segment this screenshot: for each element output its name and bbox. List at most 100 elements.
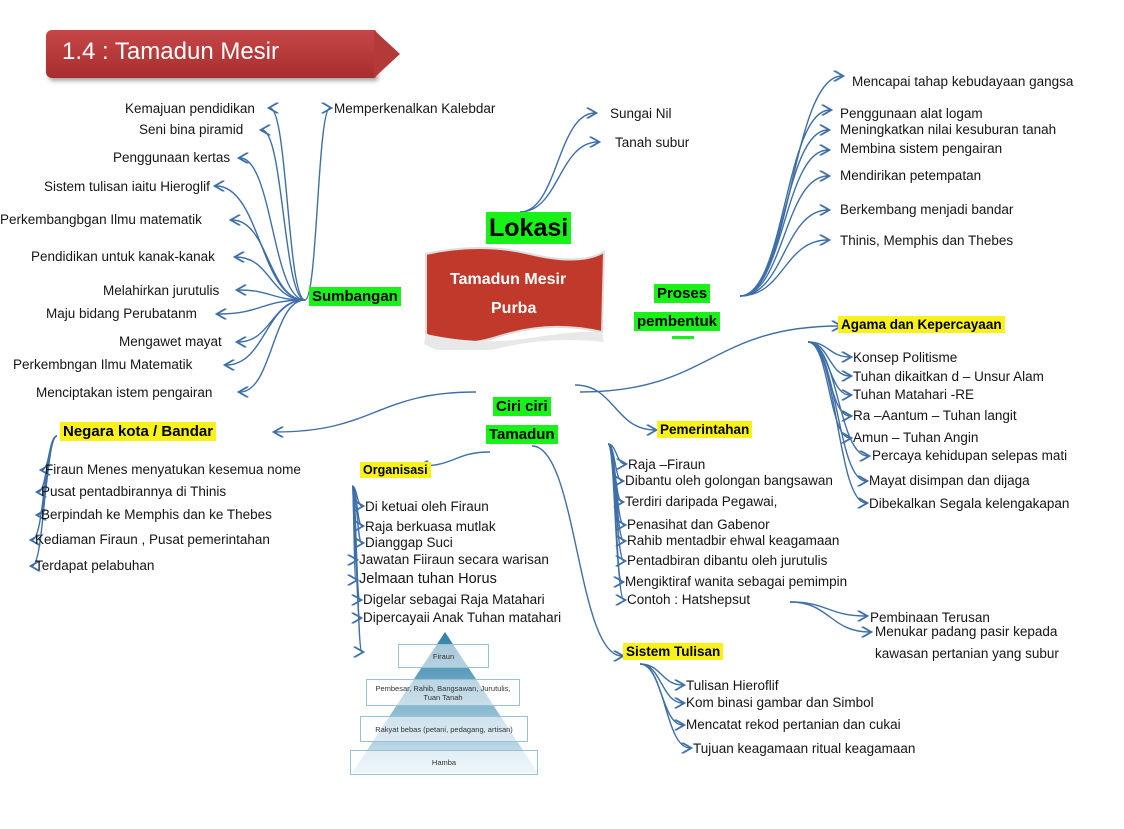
center-label-line2: Purba: [491, 300, 537, 317]
pemerintahan-item: Raja –Firaun: [628, 457, 706, 472]
pemerintahan-heading: Pemerintahan: [657, 421, 753, 438]
sumbangan-connector: [304, 108, 330, 301]
pemerintahan-item: Contoh : Hatshepsut: [627, 592, 751, 607]
pemerintahan-item: Terdiri daripada Pegawai,: [625, 494, 778, 509]
negara-connector: [32, 435, 58, 566]
organisasi-item: Di ketuai oleh Firaun: [365, 499, 489, 514]
sumbangan-item: Menciptakan istem pengairan: [36, 385, 213, 400]
pyramid-level: Hamba: [350, 750, 538, 775]
pemerintahan-connector: [607, 443, 624, 600]
proses-item: Berkembang menjadi bandar: [840, 202, 1014, 217]
sumbangan-item: Mengawet mayat: [119, 334, 222, 349]
agama-connector: [807, 341, 850, 376]
agama-item: Ra –Aantum – Tuhan langit: [853, 408, 1017, 423]
proses-connector: [739, 210, 828, 297]
proses-connector: [739, 240, 828, 297]
ciri-to-negara-connector: [275, 391, 477, 432]
lokasi-connector: [519, 142, 598, 213]
tulisan-connector: [639, 663, 683, 703]
sumbangan-connector: [240, 299, 306, 392]
sumbangan-connector: [240, 158, 306, 301]
agama-item: Dibekalkan Segala kelengakapan: [869, 496, 1070, 511]
agama-item: Tuhan Matahari -RE: [853, 387, 975, 402]
agama-heading: Agama dan Kepercayaan: [838, 316, 1005, 333]
agama-item: Percaya kehidupan selepas mati: [872, 448, 1068, 463]
pemerintahan-subitem: Pembinaan Terusan: [870, 610, 990, 625]
organisasi-connector: [351, 485, 362, 652]
proses-item: Mendirikan petempatan: [840, 168, 982, 183]
negara-item: Terdapat pelabuhan: [35, 558, 155, 573]
hatshepsut-connector: [789, 601, 870, 632]
agama-connector: [807, 341, 866, 503]
lokasi-item: Sungai Nil: [610, 106, 672, 121]
ciri-to-tulisan-connector: [531, 445, 622, 656]
agama-item: Konsep Politisme: [853, 350, 958, 365]
sumbangan-connector: [226, 299, 306, 365]
sumbangan-connector: [262, 130, 306, 301]
proses-connector: [739, 110, 830, 297]
sumbangan-item: Penggunaan kertas: [113, 150, 231, 165]
proses-connector: [739, 150, 828, 297]
pemerintahan-item: Dibantu oleh golongan bangsawan: [625, 473, 833, 488]
tulisan-item: Mencatat rekod pertanian dan cukai: [686, 717, 901, 732]
organisasi-item: Dianggap Suci: [365, 535, 453, 550]
lokasi-connector: [519, 113, 595, 213]
sumbangan-item: Perkembangbgan Ilmu matematik: [0, 212, 202, 227]
pyramid-level: Firaun: [398, 644, 489, 668]
pyramid-level: Pembesar, Rahib, Bangsawan, Jurutulis, T…: [366, 679, 520, 706]
tulisan-item: Tujuan keagamaan ritual keagamaan: [693, 741, 916, 756]
center-label-line1: Tamadun Mesir: [450, 271, 567, 288]
organisasi-item: Jelmaan tuhan Horus: [359, 571, 497, 587]
sumbangan-item: Kemajuan pendidikan: [125, 101, 255, 116]
pemerintahan-subitem: Menukar padang pasir kepada: [875, 624, 1058, 639]
pemerintahan-item: Penasihat dan Gabenor: [627, 517, 770, 532]
sumbangan-heading: Sumbangan: [309, 287, 401, 306]
sumbangan-item: Seni bina piramid: [139, 122, 244, 137]
title-banner-tip: [374, 30, 400, 78]
proses-item: Mencapai tahap kebudayaan gangsa: [852, 74, 1074, 89]
pemerintahan-item: Rahib mentadbir ehwal keagamaan: [627, 533, 840, 548]
ciri-to-agama-connector: [579, 326, 840, 393]
negara-heading: Negara kota / Bandar: [60, 422, 217, 441]
sumbangan-connector: [236, 257, 306, 301]
title-banner: [46, 30, 376, 78]
pemerintahan-subitem: kawasan pertanian yang subur: [875, 646, 1059, 661]
organisasi-item: Dipercayaii Anak Tuhan matahari: [363, 610, 562, 625]
negara-item: Firaun Menes menyatukan kesemua nome: [45, 462, 301, 477]
proses-connector: [739, 176, 828, 297]
agama-item: Mayat disimpan dan dijaga: [869, 473, 1030, 488]
organisasi-item: Raja berkuasa mutlak: [365, 519, 496, 534]
proses-heading-line2: pembentuk: [634, 312, 721, 331]
proses-item: Thinis, Memphis dan Thebes: [840, 233, 1014, 248]
page-title: 1.4 : Tamadun Mesir: [62, 38, 279, 65]
sumbangan-item: Maju bidang Perubatanm: [46, 306, 197, 321]
hatshepsut-connector: [789, 601, 866, 616]
tulisan-item: Kom binasi gambar dan Simbol: [686, 695, 874, 710]
pemerintahan-item: Mengiktiraf wanita sebagai pemimpin: [625, 574, 848, 589]
lokasi-heading: Lokasi: [486, 212, 572, 244]
tulisan-connector: [639, 663, 690, 748]
organisasi-item: Jawatan Fiiraun secara warisan: [359, 552, 549, 567]
organisasi-item: Digelar sebagai Raja Matahari: [363, 592, 545, 607]
tulisan-item: Tulisan Hieroflif: [686, 678, 779, 693]
sumbangan-item: Memperkenalkan Kalebdar: [334, 101, 496, 116]
ciri-to-pemerintahan-connector: [574, 384, 655, 430]
sumbangan-item: Sistem tulisan iaitu Hieroglif: [44, 179, 210, 194]
tulisan-connector: [639, 663, 683, 685]
sumbangan-connector: [238, 299, 306, 342]
sumbangan-connector: [218, 299, 306, 314]
ciri-heading-line2: Tamadun: [486, 425, 558, 444]
lokasi-item: Tanah subur: [615, 135, 690, 150]
agama-item: Tuhan dikaitkan d – Unsur Alam: [853, 369, 1044, 384]
organisasi-heading: Organisasi: [360, 462, 431, 478]
proses-item: Penggunaan alat logam: [840, 106, 983, 121]
sumbangan-connector: [232, 220, 306, 301]
proses-heading-line1: Proses: [654, 284, 711, 303]
sumbangan-item: Melahirkan jurutulis: [103, 283, 220, 298]
pemerintahan-item: Pentadbiran dibantu oleh jurutulis: [627, 553, 828, 568]
negara-item: Berpindah ke Memphis dan ke Thebes: [41, 507, 272, 522]
ciri-heading-line1: Ciri ciri: [493, 397, 551, 416]
sumbangan-connector: [270, 108, 306, 301]
negara-item: Kediaman Firaun , Pusat pemerintahan: [35, 532, 270, 547]
